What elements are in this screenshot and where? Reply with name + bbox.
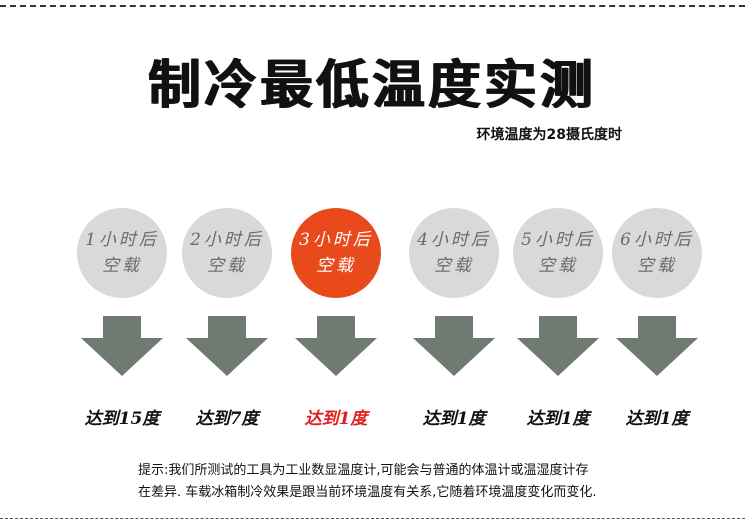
stage-result: 达到1度 xyxy=(526,409,590,429)
stage-6: 6小时后 空载 达到1度 xyxy=(612,208,702,438)
stage-5: 5小时后 空载 达到1度 xyxy=(513,208,603,438)
stage-time-label: 4小时后 xyxy=(417,230,491,250)
stage-circle: 2小时后 空载 xyxy=(182,208,272,298)
stage-circle: 4小时后 空载 xyxy=(409,208,499,298)
stage-circle-active: 3小时后 空载 xyxy=(291,208,381,298)
stage-2: 2小时后 空载 达到7度 xyxy=(182,208,272,438)
stage-circle: 6小时后 空载 xyxy=(612,208,702,298)
stage-result: 达到1度 xyxy=(304,409,368,429)
bottom-dashed-border xyxy=(0,518,745,519)
stage-time-label: 2小时后 xyxy=(190,230,264,250)
stage-time-label: 6小时后 xyxy=(620,230,694,250)
page-subtitle: 环境温度为28摄氏度时 xyxy=(476,127,622,143)
stage-load-label: 空载 xyxy=(316,256,356,276)
stage-3: 3小时后 空载 达到1度 xyxy=(291,208,381,438)
stage-load-label: 空载 xyxy=(207,256,247,276)
stage-load-label: 空载 xyxy=(102,256,142,276)
page-title: 制冷最低温度实测 xyxy=(148,56,597,116)
stage-time-label: 3小时后 xyxy=(299,230,373,250)
down-arrow-icon xyxy=(413,316,495,376)
down-arrow-icon xyxy=(616,316,698,376)
stage-result: 达到7度 xyxy=(195,409,259,429)
down-arrow-icon xyxy=(186,316,268,376)
top-dashed-border xyxy=(0,5,745,7)
down-arrow-icon xyxy=(517,316,599,376)
disclaimer-line-1: 提示:我们所测试的工具为工业数显温度计,可能会与普通的体温计或温湿度计存 xyxy=(138,463,589,478)
down-arrow-icon xyxy=(81,316,163,376)
stage-load-label: 空载 xyxy=(538,256,578,276)
disclaimer-line-2: 在差异. 车载冰箱制冷效果是跟当前环境温度有关系,它随着环境温度变化而变化. xyxy=(138,485,597,500)
stage-time-label: 5小时后 xyxy=(521,230,595,250)
stage-circle: 5小时后 空载 xyxy=(513,208,603,298)
stage-1: 1小时后 空载 达到15度 xyxy=(77,208,167,438)
stage-load-label: 空载 xyxy=(434,256,474,276)
disclaimer-note: 提示:我们所测试的工具为工业数显温度计,可能会与普通的体温计或温湿度计存 在差异… xyxy=(138,460,698,504)
stage-4: 4小时后 空载 达到1度 xyxy=(409,208,499,438)
stage-result: 达到1度 xyxy=(625,409,689,429)
stage-load-label: 空载 xyxy=(637,256,677,276)
stage-result: 达到15度 xyxy=(84,409,160,429)
stage-result: 达到1度 xyxy=(422,409,486,429)
down-arrow-icon xyxy=(295,316,377,376)
stage-time-label: 1小时后 xyxy=(85,230,159,250)
stage-circle: 1小时后 空载 xyxy=(77,208,167,298)
